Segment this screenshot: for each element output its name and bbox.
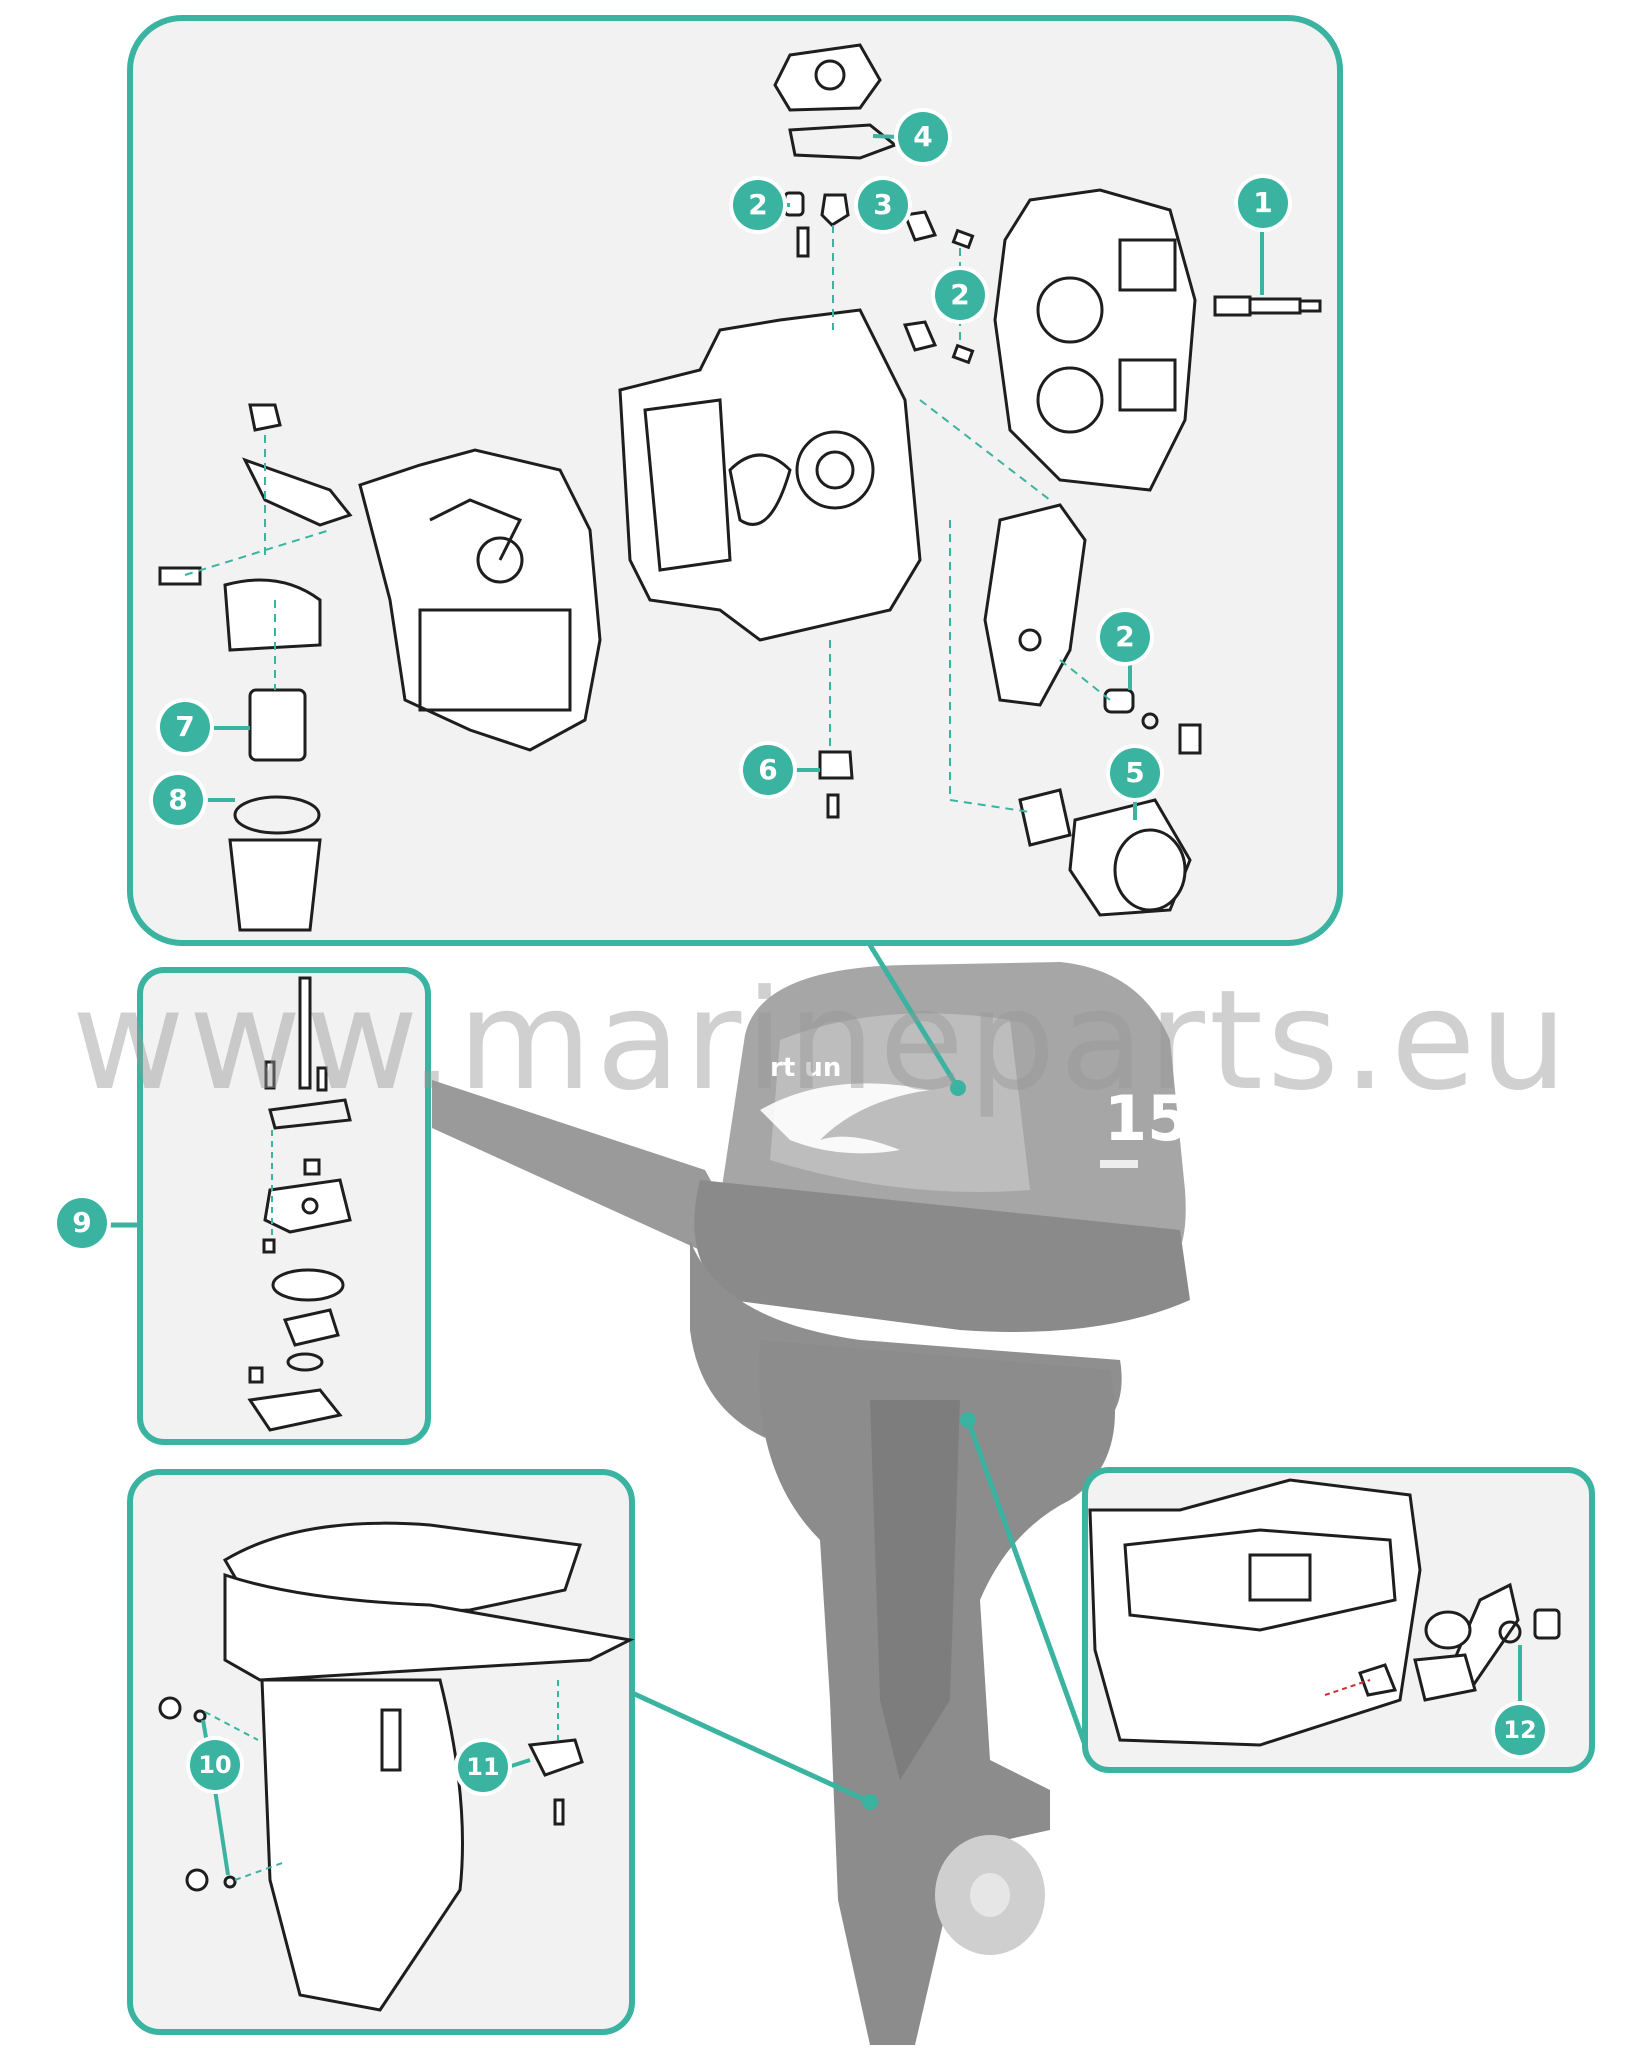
callout-2a: 2 — [733, 180, 783, 230]
callout-1: 1 — [1238, 178, 1288, 228]
callout-11: 11 — [458, 1742, 508, 1792]
callout-6: 6 — [743, 745, 793, 795]
callout-2c: 2 — [1100, 612, 1150, 662]
callout-8: 8 — [153, 775, 203, 825]
panel-oil-pan — [1082, 1467, 1595, 1773]
outboard-engine-silhouette: rt un — [432, 962, 1190, 2045]
cylinder-head — [993, 188, 1197, 492]
panel-powerhead — [127, 15, 1343, 946]
panel-water-pump — [137, 967, 431, 1445]
decal-swoosh — [760, 1083, 930, 1154]
oil-filter — [1018, 788, 1192, 917]
midsection-shade — [870, 1400, 960, 1780]
cylinder-block — [618, 308, 922, 642]
callout-2b: 2 — [935, 270, 985, 320]
callout-5: 5 — [1110, 748, 1160, 798]
tiller-handle — [432, 1080, 735, 1250]
callout-4: 4 — [898, 112, 948, 162]
intake-manifold — [358, 448, 602, 752]
brand-text: rt un — [770, 1053, 841, 1083]
callout-3: 3 — [858, 180, 908, 230]
callout-12: 12 — [1495, 1705, 1545, 1755]
callout-10: 10 — [190, 1740, 240, 1790]
callout-7: 7 — [160, 702, 210, 752]
power-badge: 15 — [1104, 1082, 1191, 1155]
callout-9: 9 — [57, 1198, 107, 1248]
panel-gearcase — [127, 1469, 635, 2035]
cowling-lower — [694, 1180, 1190, 1332]
